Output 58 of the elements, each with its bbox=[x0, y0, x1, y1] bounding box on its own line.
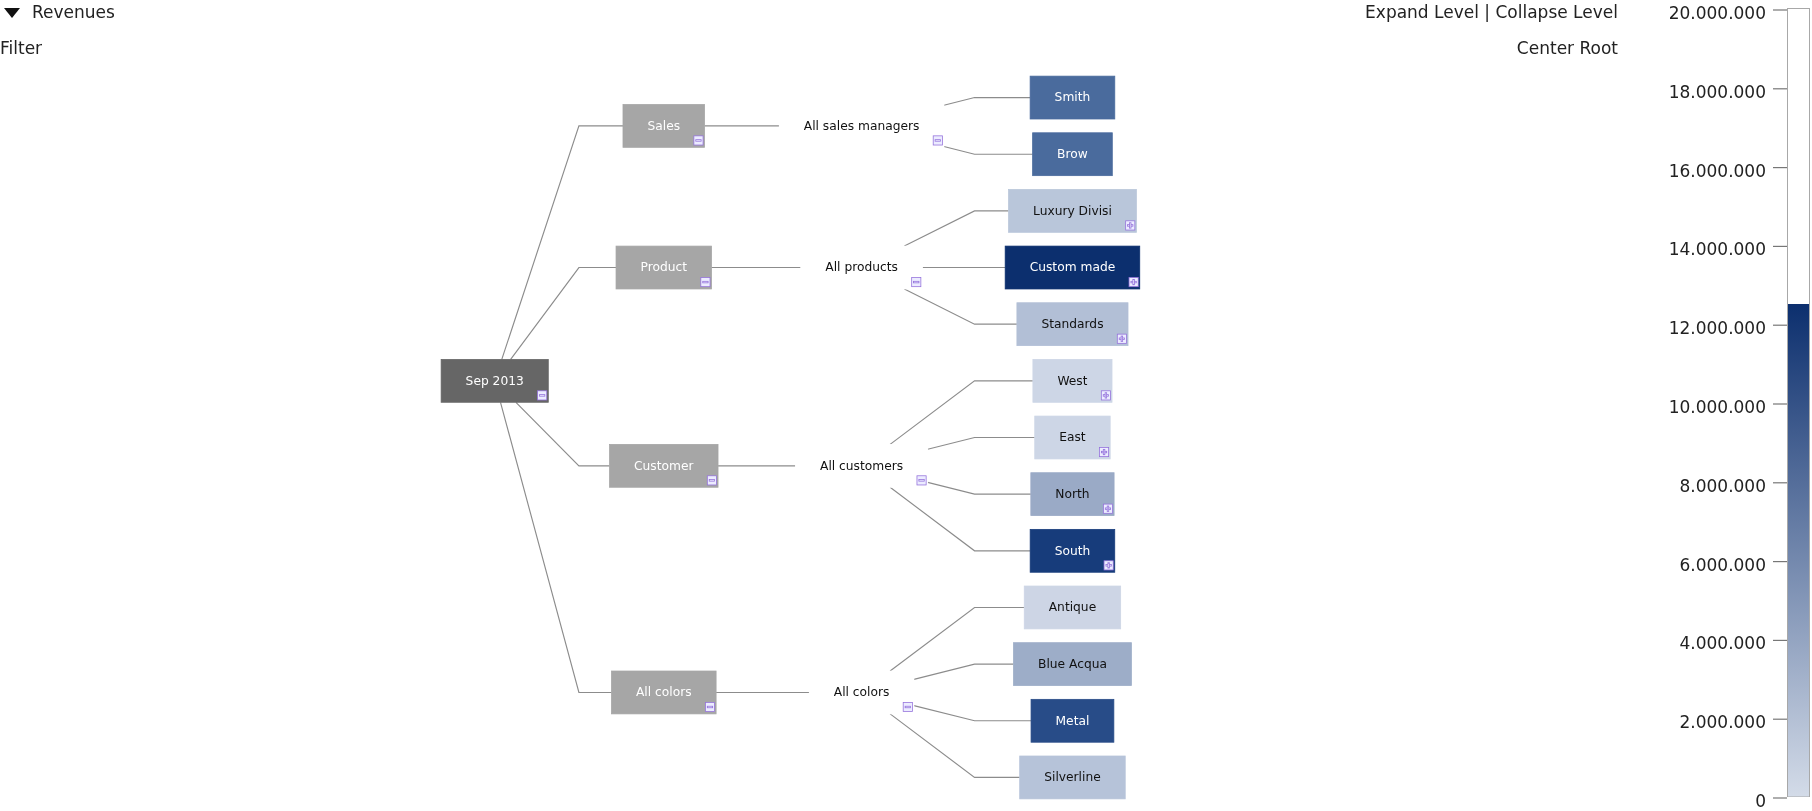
connector-line bbox=[717, 465, 796, 467]
connector-line bbox=[912, 663, 1014, 680]
connector-line bbox=[509, 266, 617, 360]
tree-node: South bbox=[1029, 529, 1115, 573]
tree-node: Brow bbox=[1031, 132, 1113, 177]
tick-label: 6.000.000 bbox=[1679, 554, 1766, 575]
tick-label: 16.000.000 bbox=[1668, 160, 1766, 181]
tree-node: Blue Acqua bbox=[1012, 642, 1132, 686]
tree-node: Metal bbox=[1030, 698, 1114, 743]
connector-line bbox=[903, 288, 1018, 325]
node-label: All customers bbox=[794, 444, 928, 488]
filter-link: Filter bbox=[0, 38, 43, 58]
connector-line bbox=[889, 713, 1020, 778]
tick-label: 18.000.000 bbox=[1668, 81, 1766, 102]
tree-node: Luxury Divisi bbox=[1007, 189, 1137, 233]
tree-node: East bbox=[1033, 415, 1111, 460]
tree-node: West bbox=[1032, 359, 1112, 403]
tree-node: North bbox=[1030, 472, 1115, 516]
connector-line bbox=[703, 125, 780, 127]
tree-node: Smith bbox=[1029, 75, 1115, 120]
node-label: All sales managers bbox=[778, 104, 944, 148]
connector-line bbox=[926, 481, 1031, 495]
tick-label: 14.000.000 bbox=[1668, 239, 1766, 260]
connector-line bbox=[942, 145, 1033, 155]
connector-line bbox=[921, 266, 1006, 269]
connector-line bbox=[889, 486, 1031, 552]
tick-label: 4.000.000 bbox=[1679, 633, 1766, 654]
center-root-link: Center Root bbox=[1516, 38, 1618, 58]
tree-node: Customer bbox=[608, 444, 718, 488]
connector-line bbox=[926, 436, 1035, 450]
connector-line bbox=[889, 380, 1034, 445]
tree-node: All colors bbox=[610, 670, 717, 715]
connector-line bbox=[500, 125, 624, 360]
measure-selector: Revenues bbox=[32, 2, 115, 22]
tick-label: 2.000.000 bbox=[1679, 712, 1766, 733]
connector-line bbox=[889, 606, 1025, 672]
node-label: All colors bbox=[808, 670, 914, 715]
tree-node: Sep 2013 bbox=[440, 359, 549, 403]
tick-label: 10.000.000 bbox=[1668, 397, 1766, 417]
tree-node: Standards bbox=[1016, 302, 1128, 346]
connector-line bbox=[710, 266, 801, 269]
tree-node: Sales bbox=[622, 104, 705, 148]
tick-label: 0 bbox=[1755, 791, 1766, 811]
connector-line bbox=[903, 210, 1009, 247]
tick-label: 20.000.000 bbox=[1668, 3, 1766, 23]
connector-line bbox=[499, 401, 612, 694]
tree-node: Custom made bbox=[1004, 245, 1140, 290]
connector-line bbox=[715, 691, 810, 694]
tree-node: Antique bbox=[1023, 585, 1121, 630]
tree-node: Product bbox=[615, 245, 712, 290]
tree-node: Silverline bbox=[1018, 755, 1126, 800]
connector-line bbox=[514, 401, 610, 467]
level-controls: Expand Level | Collapse Level bbox=[1365, 2, 1618, 22]
node-label: All products bbox=[800, 245, 923, 290]
tick-label: 12.000.000 bbox=[1668, 318, 1766, 339]
connector-line bbox=[942, 97, 1031, 106]
connector-line bbox=[912, 705, 1032, 722]
tick-label: 8.000.000 bbox=[1679, 475, 1766, 496]
